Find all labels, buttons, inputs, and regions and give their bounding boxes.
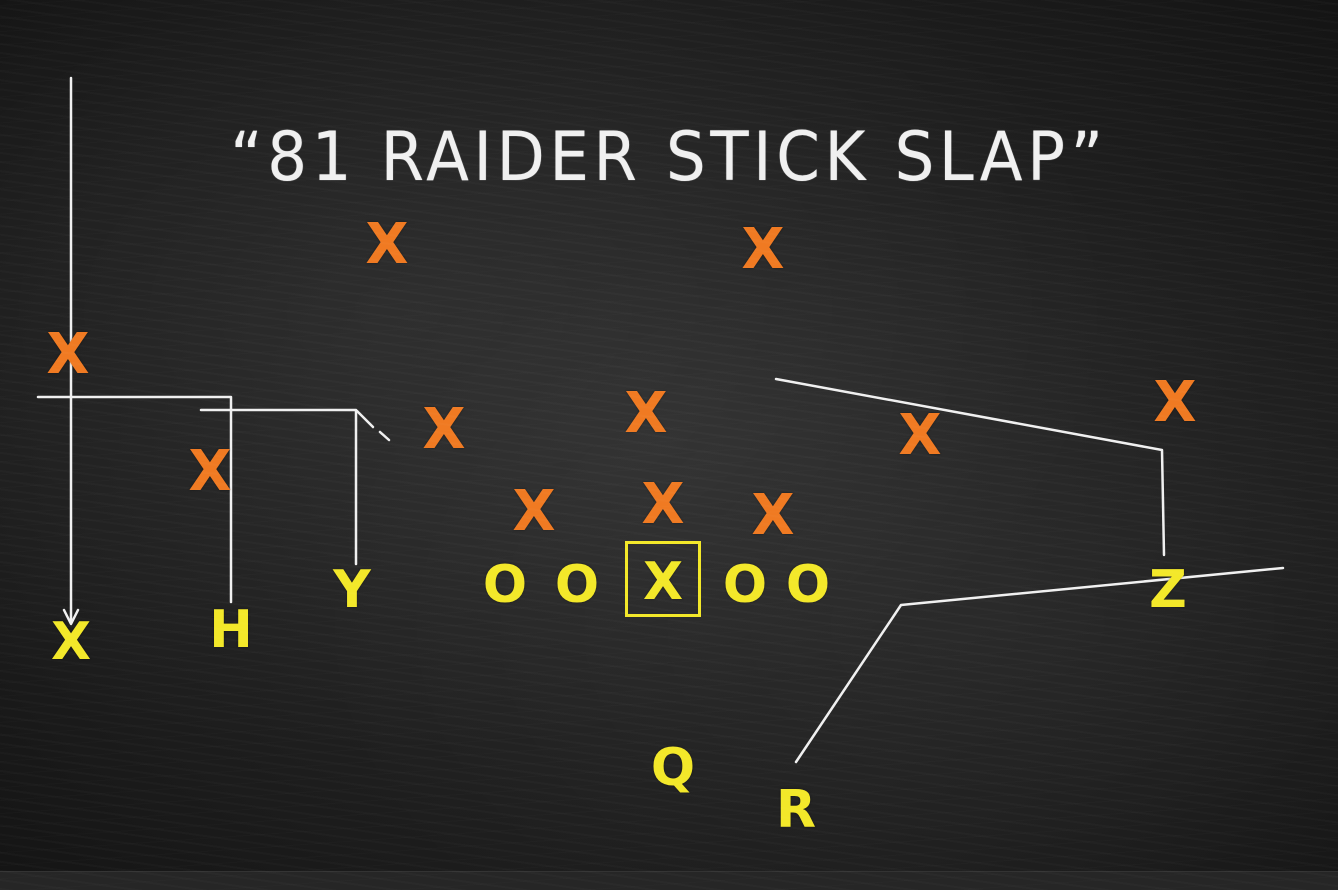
defender-linebacker-left: X [422, 397, 466, 462]
route-x-arrow [62, 608, 80, 626]
receiver-z: Z [1149, 560, 1187, 620]
defender-line-nose: X [641, 472, 685, 537]
lineman-right-tackle: O [785, 555, 831, 615]
route-y-stick [199, 408, 358, 566]
receiver-y: Y [333, 560, 371, 620]
route-y-tail-dash [378, 430, 391, 442]
defender-corner-right: X [1153, 370, 1197, 435]
defender-linebacker-right: X [898, 403, 942, 468]
route-r-wheel [794, 566, 1285, 764]
defender-line-left: X [512, 479, 556, 544]
quarterback: Q [650, 738, 696, 798]
receiver-h: H [209, 600, 253, 660]
lineman-center: X [642, 552, 684, 612]
receiver-x: X [50, 612, 92, 672]
lineman-left-tackle: O [482, 555, 528, 615]
route-h-out [36, 395, 233, 604]
play-title: “81 RAIDER STICK SLAP” [230, 118, 1108, 197]
route-z-slant [774, 377, 1166, 557]
defender-corner-left: X [46, 322, 90, 387]
lineman-left-guard: O [554, 555, 600, 615]
defender-line-right: X [751, 483, 795, 548]
running-back: R [775, 780, 817, 840]
center-highlight-box [625, 541, 701, 617]
defender-deep-left: X [365, 212, 409, 277]
board-bottom-edge [0, 871, 1338, 890]
route-y-tail [355, 409, 375, 429]
lineman-right-guard: O [722, 555, 768, 615]
route-group [36, 76, 1285, 764]
defender-deep-right: X [741, 217, 785, 282]
defender-overhang-left: X [188, 439, 232, 504]
defender-linebacker-middle: X [624, 381, 668, 446]
